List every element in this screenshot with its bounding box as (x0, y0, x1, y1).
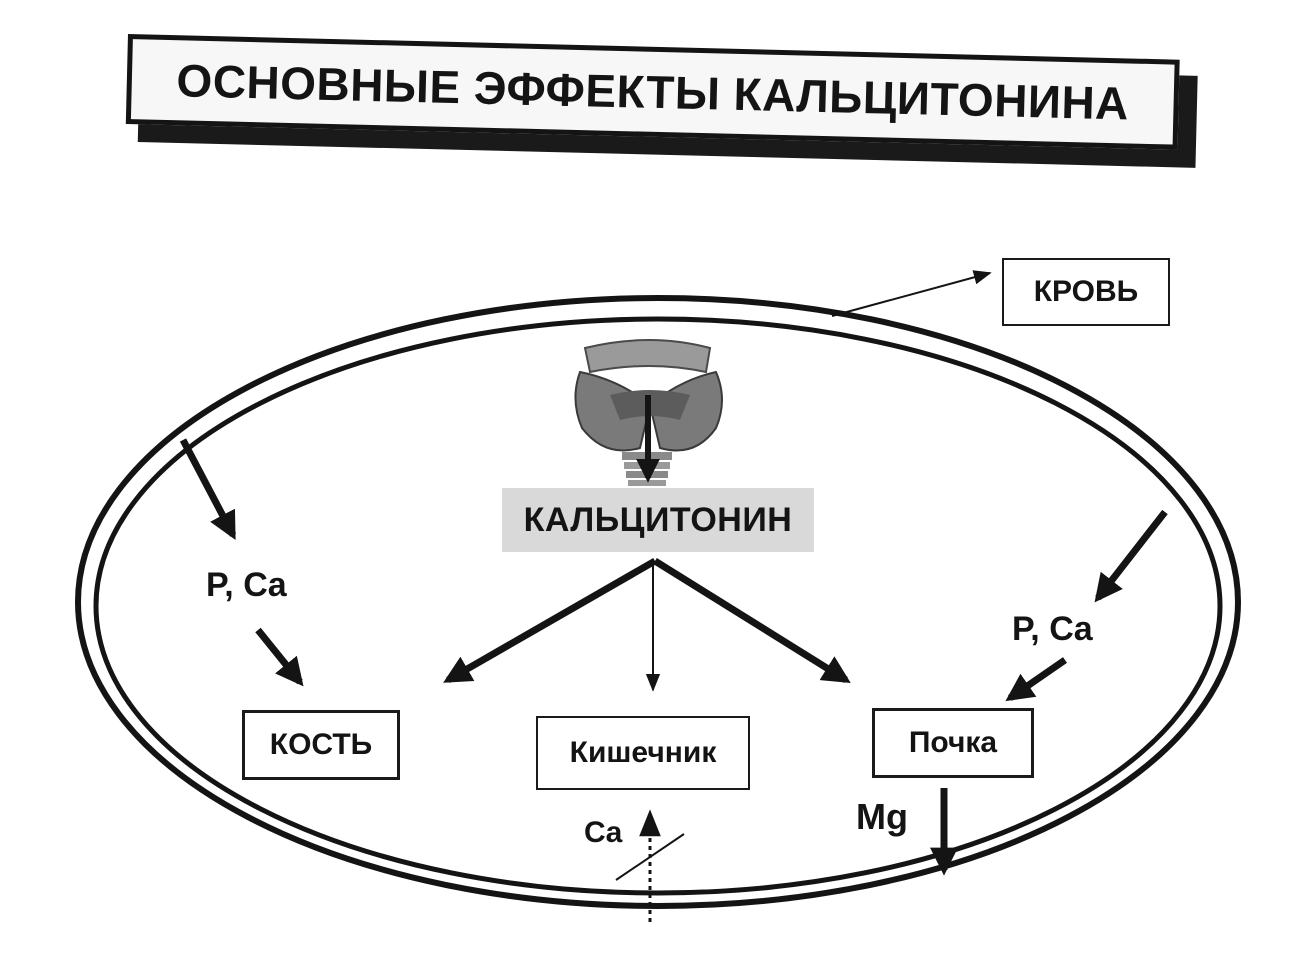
left-ions-label: P, Ca (206, 566, 287, 604)
kidney-label: Почка (908, 726, 998, 759)
blood-to-left-ions-arrow (179, 438, 237, 540)
bone-label: КОСТЬ (269, 728, 373, 761)
left-ions-to-bone-arrow (255, 627, 304, 687)
blood-vessel-inner (93, 316, 1223, 896)
hormone-label: КАЛЬЦИТОНИН (523, 500, 793, 539)
blood-to-right-ions-arrow (1094, 509, 1168, 603)
blood-pointer-arrow (831, 270, 992, 317)
right-ions-label: P, Ca (1012, 610, 1093, 648)
right-ions-to-kidney-arrow (1005, 657, 1067, 702)
hormone-to-bone-arrow (443, 557, 657, 684)
intestine-ca-crossout (615, 833, 685, 881)
hormone-to-kidney-arrow (653, 558, 851, 683)
intestine-ca-label: Ca (584, 816, 623, 849)
intestine-label: Кишечник (569, 736, 717, 769)
blood-vessel-outer (75, 295, 1241, 909)
blood-box: КРОВЬ (1002, 258, 1170, 326)
hormone-label-box: КАЛЬЦИТОНИН (502, 488, 814, 552)
bone-box: КОСТЬ (242, 710, 400, 780)
intestine-box: Кишечник (536, 716, 750, 790)
blood-label: КРОВЬ (1033, 275, 1139, 308)
kidney-mg-label: Mg (856, 796, 908, 837)
kidney-box: Почка (872, 708, 1034, 778)
